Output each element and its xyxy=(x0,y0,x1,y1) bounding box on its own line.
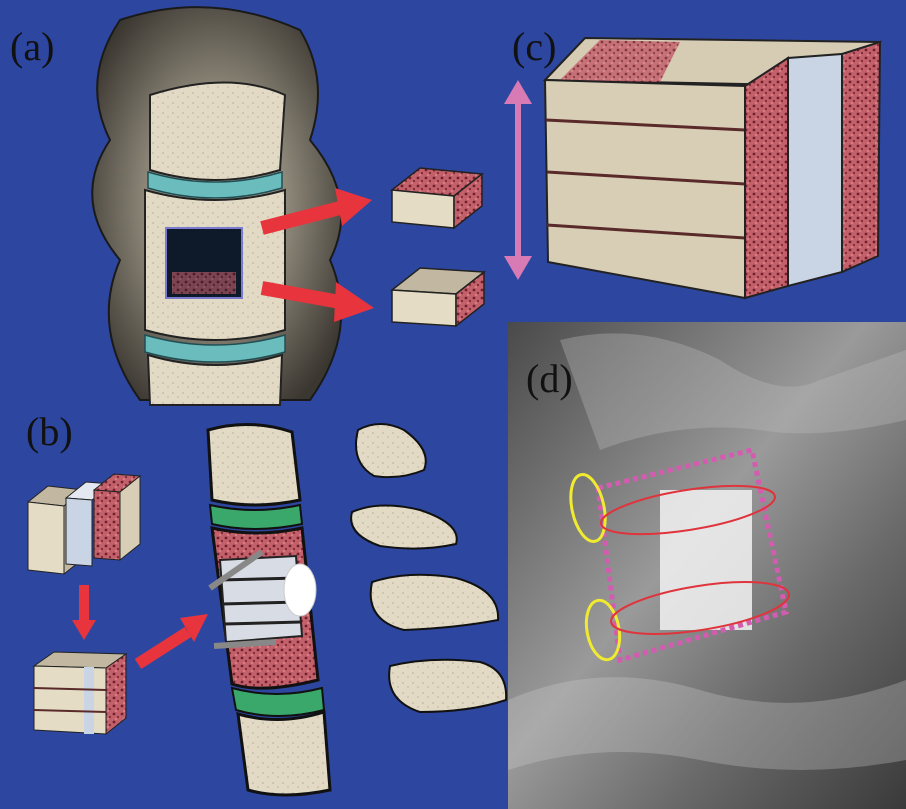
panel-d: (d) xyxy=(508,322,906,809)
graft-radiopacity xyxy=(660,490,752,630)
vertebra-top xyxy=(150,83,285,181)
stacked-graft-block xyxy=(545,38,880,298)
screw xyxy=(214,642,276,646)
assembled-small-block xyxy=(34,652,126,734)
panel-label-b: (b) xyxy=(26,409,73,454)
cavity-floor xyxy=(172,272,236,294)
panel-label-d: (d) xyxy=(526,356,573,401)
panel-label-a: (a) xyxy=(10,24,54,69)
panel-label-c: (c) xyxy=(512,24,556,69)
panel-c: (c) xyxy=(504,24,880,298)
